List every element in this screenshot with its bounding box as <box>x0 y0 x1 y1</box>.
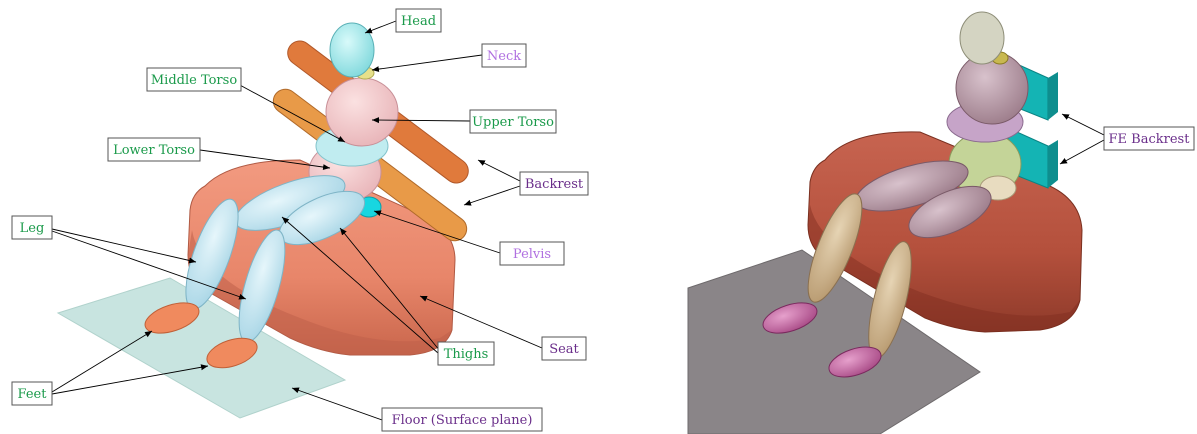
label-leg: Leg <box>12 216 52 239</box>
label-pelvis: Pelvis <box>500 242 564 265</box>
head-shape <box>330 23 374 77</box>
label-head: Head <box>396 9 441 32</box>
svg-text:Leg: Leg <box>20 221 45 236</box>
svg-text:Neck: Neck <box>487 49 521 64</box>
svg-text:Thighs: Thighs <box>444 347 489 362</box>
label-neck: Neck <box>482 44 526 67</box>
label-upper-torso: Upper Torso <box>470 110 556 133</box>
label-feet: Feet <box>12 382 52 405</box>
svg-text:Lower Torso: Lower Torso <box>113 143 195 158</box>
label-floor: Floor (Surface plane) <box>382 408 542 431</box>
label-fe-backrest: FE Backrest <box>1104 127 1194 150</box>
svg-text:Upper Torso: Upper Torso <box>472 115 554 130</box>
label-thighs: Thighs <box>438 342 494 365</box>
left-figure: Head Neck Middle Torso Upper Torso Lower… <box>12 9 588 431</box>
svg-text:Middle Torso: Middle Torso <box>151 73 237 88</box>
fe-upper-torso-shape <box>956 52 1028 124</box>
svg-text:Pelvis: Pelvis <box>513 247 551 262</box>
upper-torso-shape <box>326 78 398 146</box>
label-middle-torso: Middle Torso <box>147 68 241 91</box>
svg-text:Seat: Seat <box>549 342 579 357</box>
label-backrest: Backrest <box>520 172 588 195</box>
svg-text:Head: Head <box>401 14 436 29</box>
fe-callout-arrows <box>1060 114 1104 164</box>
svg-text:Backrest: Backrest <box>525 177 584 192</box>
fe-head-shape <box>960 12 1004 64</box>
svg-text:Feet: Feet <box>18 387 48 402</box>
label-seat: Seat <box>542 337 586 360</box>
svg-text:FE Backrest: FE Backrest <box>1109 132 1191 147</box>
right-figure: FE Backrest <box>688 12 1194 434</box>
svg-text:Floor (Surface plane): Floor (Surface plane) <box>392 413 533 428</box>
label-lower-torso: Lower Torso <box>108 138 200 161</box>
